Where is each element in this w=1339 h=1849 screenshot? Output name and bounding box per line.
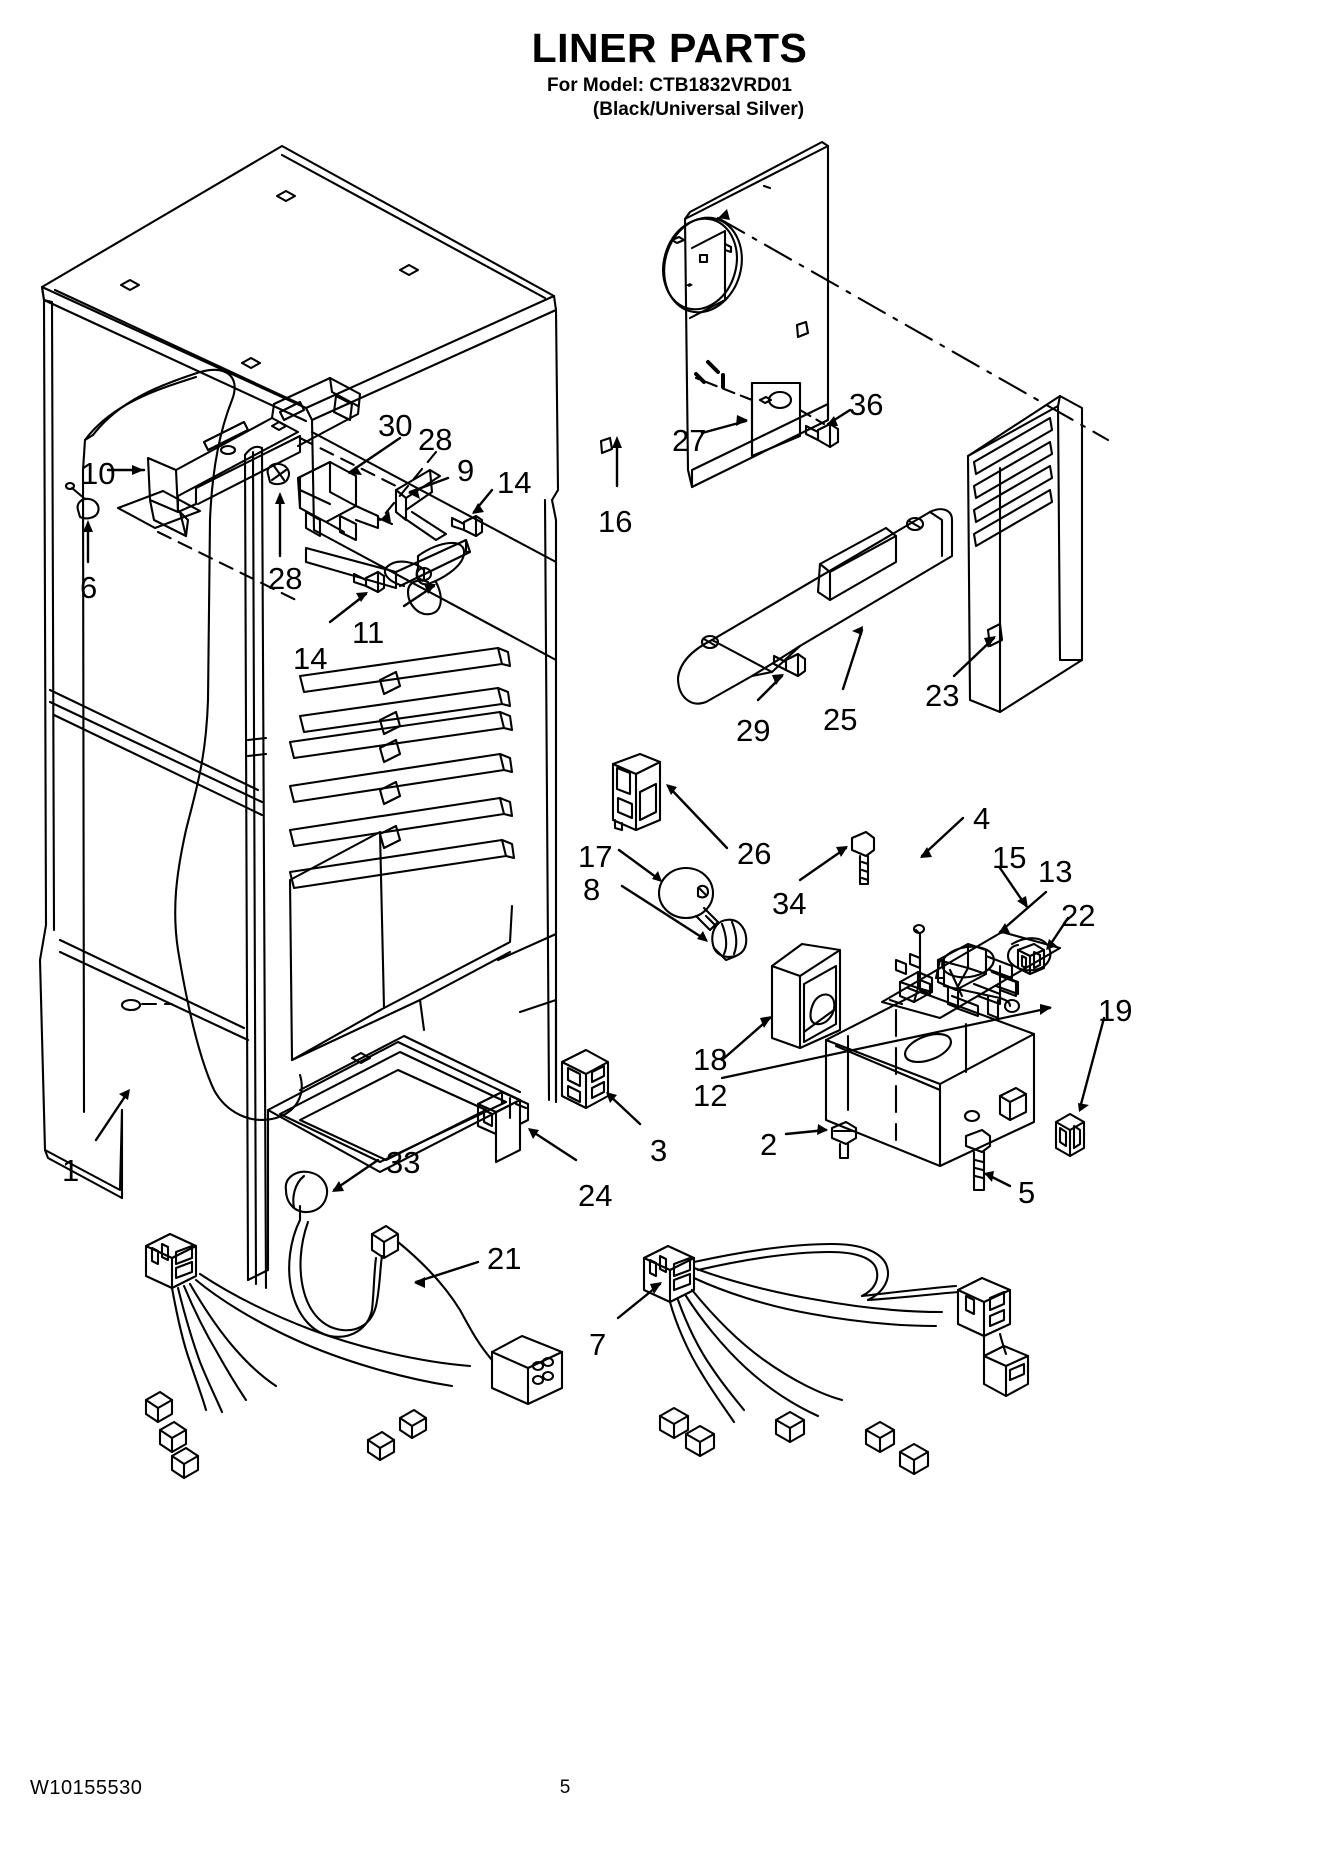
screw-part29: [772, 652, 807, 678]
callout-number-28: 28: [418, 422, 453, 457]
connector-part19: [1054, 1112, 1086, 1158]
connector-part3: [560, 1048, 610, 1110]
fan-arm-part9: [394, 468, 448, 542]
grommet-part28: [266, 462, 291, 486]
air-duct-part25: [676, 508, 954, 705]
callout-number-30: 30: [378, 408, 413, 443]
callout-number-7: 7: [589, 1327, 607, 1362]
callout-number-15: 15: [992, 840, 1027, 875]
callout-number-14: 14: [497, 465, 532, 500]
callout-number-23: 23: [925, 678, 960, 713]
callout-number-16: 16: [598, 504, 633, 539]
callout-number-11: 11: [352, 615, 385, 650]
light-housing-part18: [770, 942, 842, 1050]
callout-number-10: 10: [81, 456, 116, 491]
connector-part26: [611, 752, 662, 832]
callout-number-2: 2: [760, 1127, 778, 1162]
wire-harness-part7: [642, 1242, 1030, 1476]
callout-number-1: 1: [62, 1153, 80, 1188]
callout-number-29: 29: [736, 713, 771, 748]
callout-number-34: 34: [772, 886, 807, 921]
control-tray-part12: [824, 990, 1036, 1168]
light-bulb-part17: [657, 866, 720, 932]
screw-part14-upper: [450, 514, 484, 538]
control-bracket-part10: [146, 376, 402, 604]
callout-number-5: 5: [1018, 1175, 1036, 1210]
callout-number-19: 19: [1098, 993, 1133, 1028]
callout-number-9: 9: [457, 453, 475, 488]
grommet-part33: [284, 1170, 328, 1222]
fan-blade-part11: [383, 541, 466, 616]
callout-number-14: 14: [293, 641, 328, 676]
callout-number-6: 6: [80, 570, 98, 605]
callout-number-17: 17: [578, 839, 613, 874]
terminal-part22: [1016, 942, 1046, 976]
callout-number-27: 27: [672, 423, 707, 458]
footer-document-code: W10155530: [30, 1777, 143, 1799]
callout-number-12: 12: [693, 1078, 728, 1113]
relay-part24: [476, 1090, 530, 1164]
callout-number-18: 18: [693, 1042, 728, 1077]
screw-part2: [830, 1120, 858, 1160]
finish-line: (Black/Universal Silver): [592, 99, 805, 120]
thermostat-part13: [934, 945, 1021, 1020]
cabinet-divider: [243, 445, 268, 1290]
jumper-wire-part15: [1006, 937, 1052, 972]
model-line: For Model: CTB1832VRD01: [547, 75, 792, 96]
callout-number-26: 26: [737, 836, 772, 871]
screw-part14-lower: [352, 570, 386, 594]
callout-number-33: 33: [386, 1145, 421, 1180]
air-duct-cover-part23: [966, 394, 1084, 714]
screw-part5: [964, 1128, 992, 1192]
screw-part36: [804, 422, 840, 449]
page-header: LINER PARTS For Model: CTB1832VRD01 (Bla…: [0, 26, 1339, 121]
page-title: LINER PARTS: [531, 25, 808, 71]
light-socket-part8: [711, 918, 748, 962]
callout-number-36: 36: [849, 387, 884, 422]
wire-harness-part21: [144, 1218, 564, 1480]
cabinet-liner-body: [38, 144, 558, 1200]
callout-number-8: 8: [583, 872, 601, 907]
callout-number-25: 25: [823, 702, 858, 737]
callout-number-21: 21: [487, 1241, 522, 1276]
callout-number-24: 24: [578, 1178, 613, 1213]
footer-page-number: 5: [559, 1777, 571, 1798]
callout-number-4: 4: [973, 801, 991, 836]
callout-number-22: 22: [1061, 898, 1096, 933]
control-board-part4: [880, 923, 1062, 1142]
callout-number-13: 13: [1038, 854, 1073, 889]
bushing-part6: [64, 481, 100, 520]
callout-number-28: 28: [268, 561, 303, 596]
cover-plate-part27: [694, 376, 826, 458]
callout-number-3: 3: [650, 1133, 668, 1168]
screw-part34: [850, 830, 876, 886]
